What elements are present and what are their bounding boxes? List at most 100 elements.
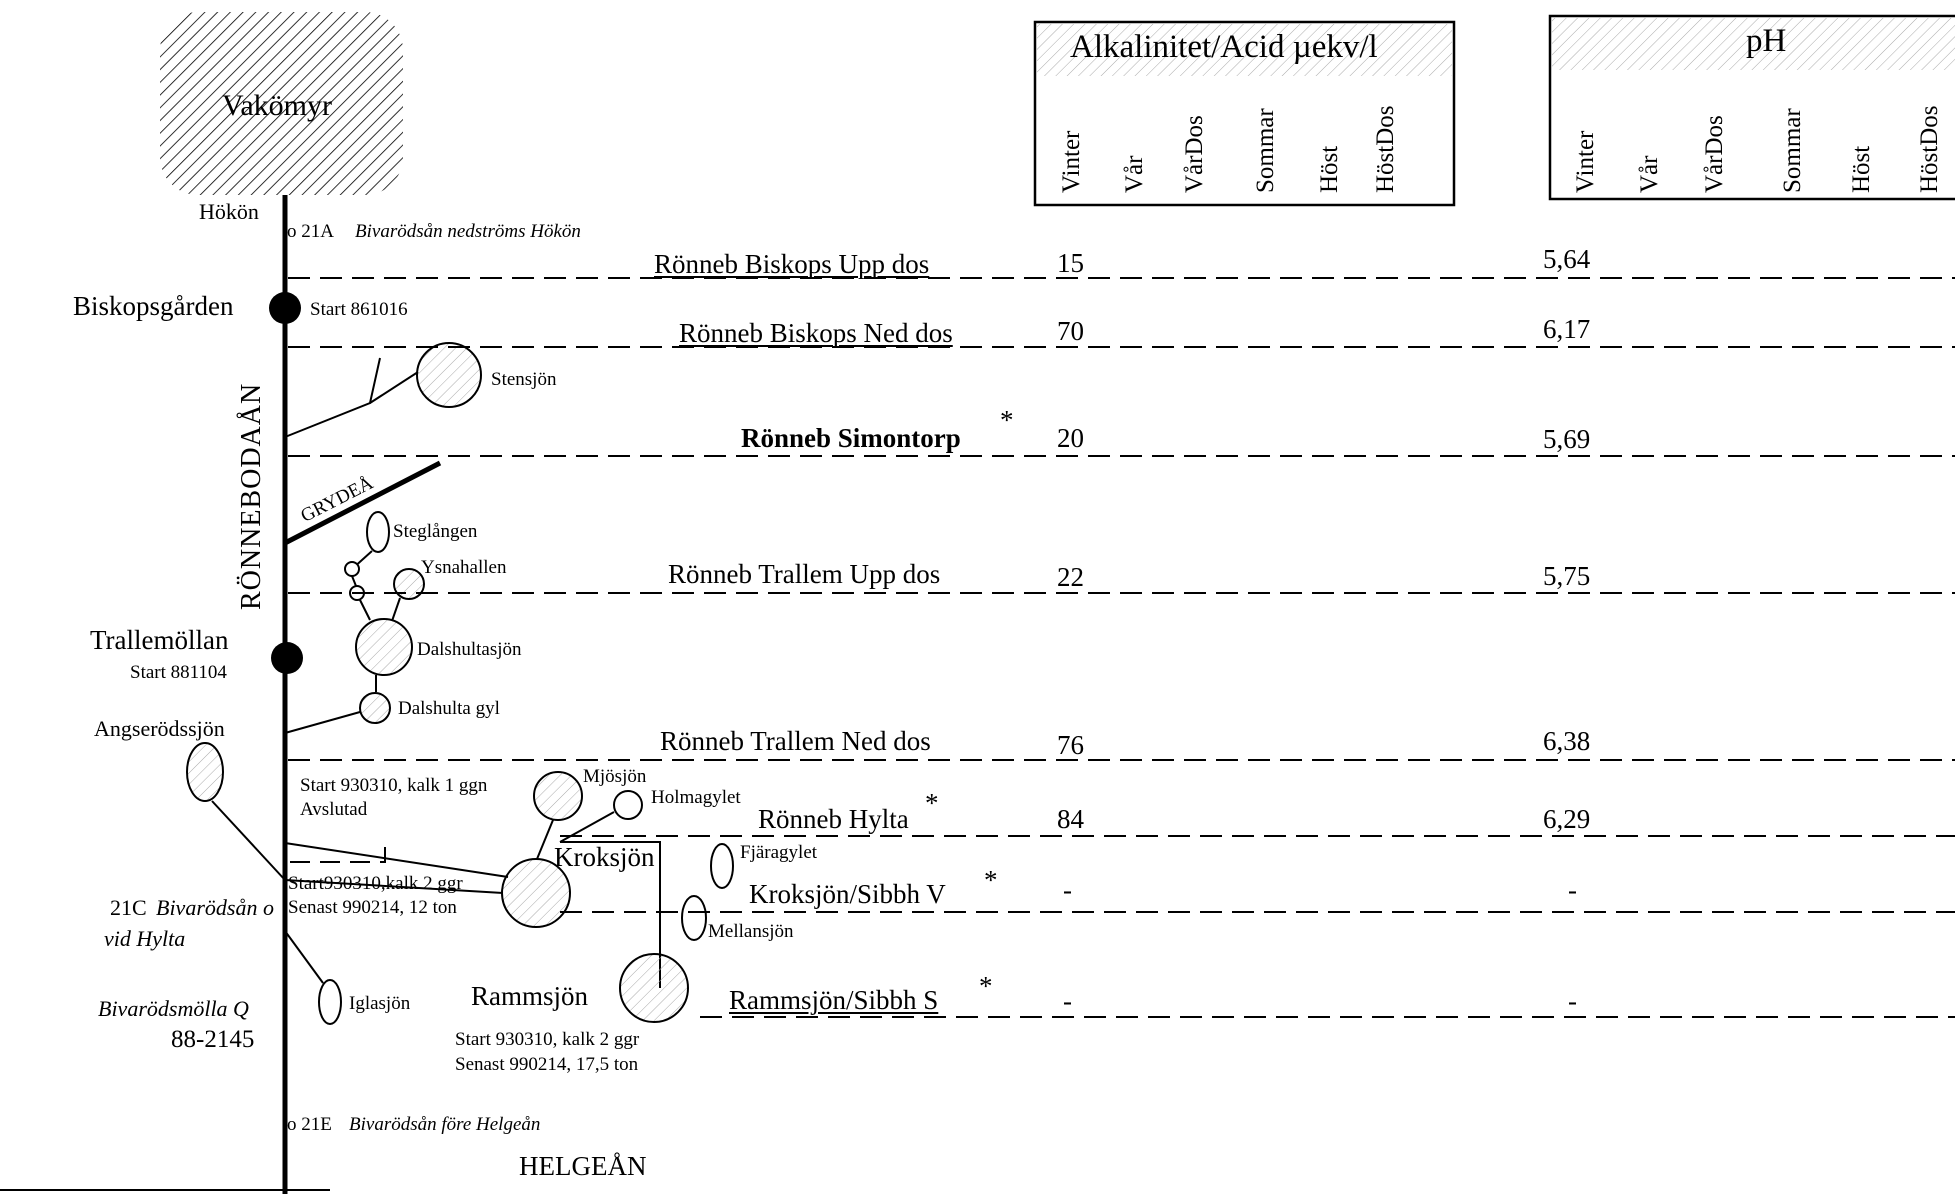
alk-col-host: Höst [1316,145,1343,193]
dalshultasjon-lake [355,618,413,676]
rammsjon-lake [619,953,689,1023]
stensjon-tributary [284,357,381,438]
kroksjon-label: Kroksjön [554,842,655,872]
row-label-2: Rönneb Biskops Ned dos [679,318,953,348]
holmagylet-lake [613,790,643,820]
station-21a-name: Bivarödsån nedströms Hökön [355,221,581,242]
iglasjon-lake [318,979,342,1025]
row-label-1: Rönneb Biskops Upp dos [654,249,930,279]
row-star-6: * [925,788,939,818]
row-alk-1: 15 [1057,248,1084,278]
row-ph-4: 5,75 [1543,561,1591,591]
row-label-4: Rönneb Trallem Upp dos [668,559,941,589]
trallemollan-start: Start 881104 [130,662,227,683]
fjaragylet-lake [710,843,734,889]
kroksjon-note-2: Senast 990214, 12 ton [288,897,457,918]
row-ph-7: - [1568,875,1577,905]
hokon-label: Hökön [199,199,259,224]
stensjon-label: Stensjön [491,369,557,390]
mellansjon-lake [681,895,707,941]
rammsjon-note-1: Start 930310, kalk 2 ggr [455,1029,640,1050]
small-pond-1 [344,561,360,577]
alk-col-var: Vår [1121,155,1148,193]
bivarodsmolla-label: Bivarödsmölla Q [98,996,249,1021]
row-ph-5: 6,38 [1543,726,1591,756]
ph-col-vinter: Vinter [1572,130,1599,193]
row-ph-6: 6,29 [1543,804,1591,834]
ph-title: pH [1746,23,1787,59]
rammsjon-note-2: Senast 990214, 17,5 ton [455,1054,639,1075]
iglasjon-label: Iglasjön [349,993,411,1014]
iglasjon-link [284,930,324,984]
row-label-5: Rönneb Trallem Ned dos [660,726,931,756]
biskopsgarden-start: Start 861016 [310,299,408,320]
dalshulta-to-river [284,711,361,734]
mjosjon-link [536,819,554,860]
row-label-6: Rönneb Hylta [758,804,909,834]
mjosjon-to-kroksjon-line [284,842,509,878]
station-21c-name-2: vid Hylta [104,926,186,951]
alk-col-vinter: Vinter [1058,130,1085,193]
row-ph-3: 5,69 [1543,424,1591,454]
alk-col-hostdos: HöstDos [1372,105,1399,193]
station-21c-code: 21C [110,895,147,920]
steglangen-lake [366,511,390,553]
ph-col-host: Höst [1848,145,1875,193]
row-alk-8: - [1063,986,1072,1016]
row-ph-2: 6,17 [1543,314,1591,344]
ph-col-sommar: Sommar [1779,108,1806,193]
stensjon-lake [416,342,482,408]
row-label-8: Rammsjön/Sibbh S [729,985,939,1015]
angserodssjon-lake [186,742,224,802]
alk-col-sommar: Sommar [1252,108,1279,193]
pond-to-dalshulta [359,599,371,621]
alkalinity-header-box [1033,20,1456,207]
row-alk-3: 20 [1057,423,1084,453]
ysnahallen-lake [393,568,425,600]
row-ph-1: 5,64 [1543,244,1591,274]
ysnahallen-link [391,597,401,622]
station-21c-name-1: Bivarödsån o [156,895,274,920]
biskopsgarden-label: Biskopsgården [73,291,234,321]
alk-col-vardos: VårDos [1181,115,1208,193]
row-alk-5: 76 [1057,730,1084,760]
ph-header-box [1548,14,1955,201]
ph-col-hostdos: HöstDos [1916,105,1943,193]
station-21a-code: o 21A [287,221,334,242]
row-ph-8: - [1568,986,1577,1016]
row-alk-4: 22 [1057,562,1084,592]
dalshulta-gyl-label: Dalshulta gyl [398,698,500,719]
sampling-bracket [290,840,386,863]
alkalinity-title-hatch [1037,24,1452,76]
mjosjon-note-1: Start 930310, kalk 1 ggn [300,775,488,796]
vakomyr-bog [160,12,403,195]
kroksjon-to-river [284,879,504,894]
holmagylet-label: Holmagylet [651,787,741,808]
angserodssjon-link [211,800,286,881]
row-star-7: * [984,865,998,895]
grydea-line [283,460,442,546]
station-21e-code: o 21E [287,1114,332,1135]
mjosjon-label: Mjösjön [583,766,647,787]
steglangen-label: Steglången [393,521,478,542]
row-alk-2: 70 [1057,316,1084,346]
trallemollan-label: Trallemöllan [90,625,229,655]
row-label-3: Rönneb Simontorp [741,423,961,453]
rammsjon-label: Rammsjön [471,981,589,1011]
row-alk-6: 84 [1057,804,1084,834]
pond-link [351,575,357,587]
trallemollan-dot [271,642,303,674]
station-21e-name: Bivarödsån före Helgeån [349,1114,541,1135]
fjaragylet-label: Fjäragylet [740,842,818,863]
mellansjon-label: Mellansjön [708,921,794,942]
ysnahallen-label: Ysnahallen [421,557,507,578]
stensjon-link [369,371,419,404]
ph-title-hatch [1552,18,1955,70]
dalshulta-gyl-lake [359,692,391,724]
bivarodsmolla-id: 88-2145 [171,1026,255,1053]
row-star-8: * [979,971,993,1001]
row-star-3: * [1000,405,1014,435]
ph-col-vardos: VårDos [1701,115,1728,193]
